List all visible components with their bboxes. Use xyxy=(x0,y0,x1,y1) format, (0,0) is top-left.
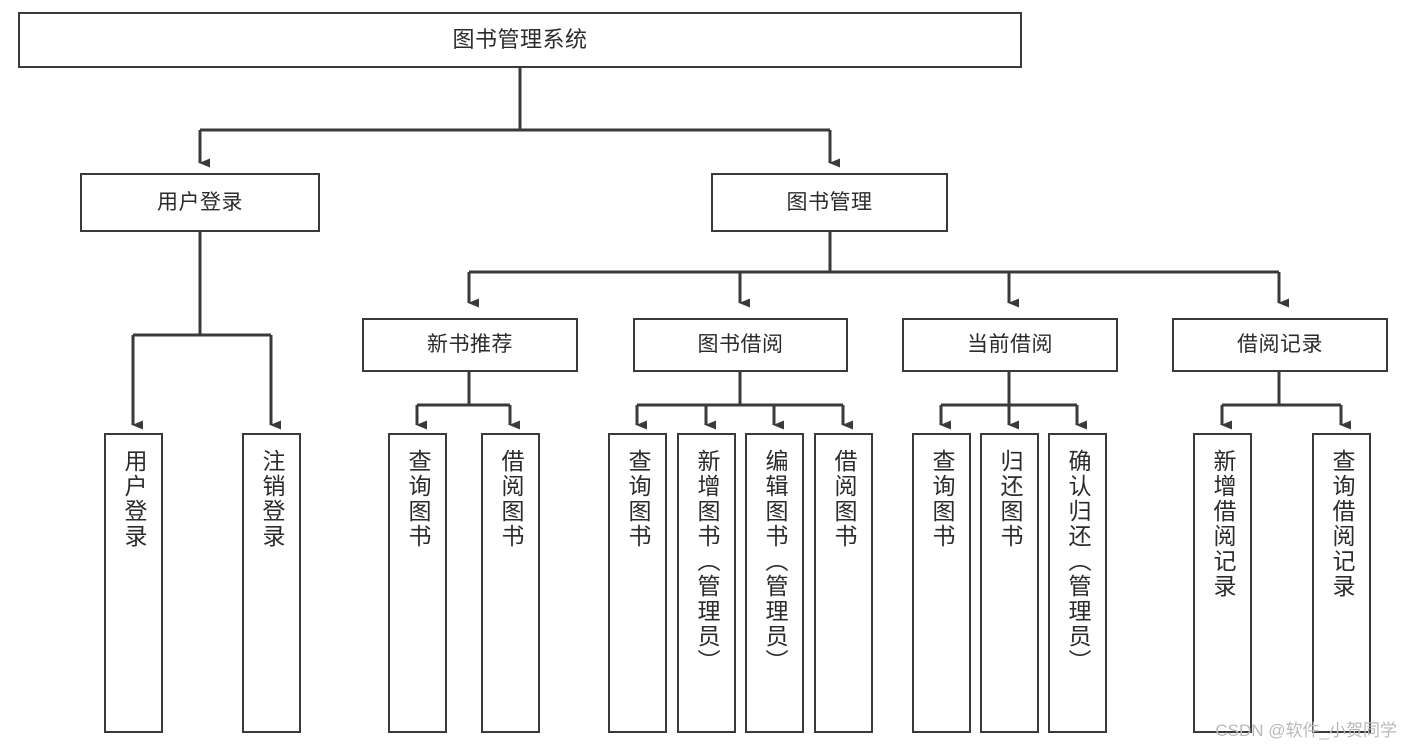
node-label: 图书管理系统 xyxy=(452,26,588,52)
node-label: 归还图书 xyxy=(997,449,1023,549)
node-leaf-current-return-book[interactable]: 归还图书 xyxy=(980,433,1039,733)
node-book-manage[interactable]: 图书管理 xyxy=(711,173,948,232)
node-label: 新增借阅记录 xyxy=(1210,449,1236,599)
node-leaf-recommend-query-book[interactable]: 查询图书 xyxy=(388,433,447,733)
node-user-login[interactable]: 用户登录 xyxy=(80,173,320,232)
node-label: 用户登录 xyxy=(121,449,147,549)
node-root-system[interactable]: 图书管理系统 xyxy=(18,12,1022,68)
node-label: 查询图书 xyxy=(625,449,651,549)
node-label: 确认归还（管理员） xyxy=(1065,449,1091,674)
node-label: 借阅图书 xyxy=(831,449,857,549)
node-current-borrow[interactable]: 当前借阅 xyxy=(902,318,1118,372)
node-label: 编辑图书（管理员） xyxy=(762,449,788,674)
node-label: 新增图书（管理员） xyxy=(694,449,720,674)
node-label: 查询图书 xyxy=(929,449,955,549)
node-leaf-borrow-do-borrow[interactable]: 借阅图书 xyxy=(814,433,873,733)
node-leaf-current-confirm-return-admin[interactable]: 确认归还（管理员） xyxy=(1048,433,1107,733)
node-label: 借阅记录 xyxy=(1237,333,1323,357)
node-leaf-record-search[interactable]: 查询借阅记录 xyxy=(1312,433,1371,733)
node-label: 借阅图书 xyxy=(498,449,524,549)
node-leaf-borrow-query-book[interactable]: 查询图书 xyxy=(608,433,667,733)
node-label: 当前借阅 xyxy=(967,333,1053,357)
node-leaf-user-logout[interactable]: 注销登录 xyxy=(242,433,301,733)
csdn-watermark: CSDN @软件_小贺同学 xyxy=(1215,721,1397,740)
node-borrow-record[interactable]: 借阅记录 xyxy=(1172,318,1388,372)
node-label: 新书推荐 xyxy=(427,333,513,357)
node-leaf-borrow-add-book-admin[interactable]: 新增图书（管理员） xyxy=(677,433,736,733)
node-book-borrow[interactable]: 图书借阅 xyxy=(633,318,848,372)
node-label: 查询图书 xyxy=(405,449,431,549)
node-label: 图书借阅 xyxy=(697,333,784,357)
node-new-book-recommend[interactable]: 新书推荐 xyxy=(362,318,578,372)
node-leaf-current-query-book[interactable]: 查询图书 xyxy=(912,433,971,733)
node-leaf-borrow-edit-book-admin[interactable]: 编辑图书（管理员） xyxy=(745,433,804,733)
node-label: 图书管理 xyxy=(786,190,873,214)
node-leaf-record-add[interactable]: 新增借阅记录 xyxy=(1193,433,1252,733)
node-label: 注销登录 xyxy=(259,449,285,549)
node-leaf-recommend-borrow-book[interactable]: 借阅图书 xyxy=(481,433,540,733)
node-label: 查询借阅记录 xyxy=(1329,449,1355,599)
node-leaf-user-login[interactable]: 用户登录 xyxy=(104,433,163,733)
node-label: 用户登录 xyxy=(157,190,243,214)
